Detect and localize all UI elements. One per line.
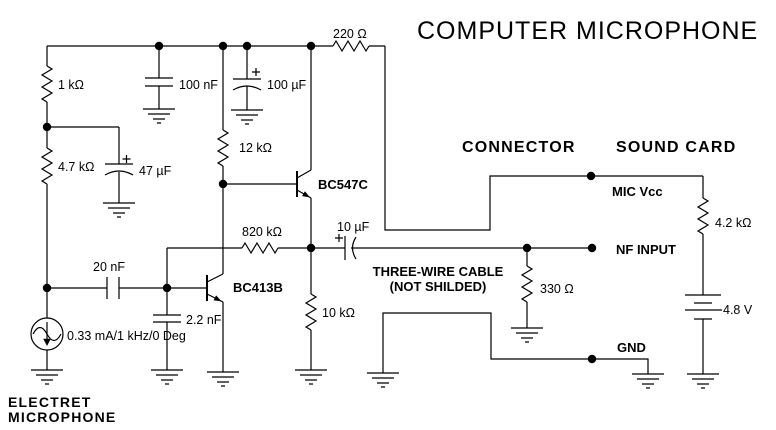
transistor-bc547c-label: BC547C <box>318 177 368 192</box>
junction-dot <box>306 41 316 51</box>
capacitor-20nf: 20 nF <box>93 260 125 299</box>
arrow-head <box>43 338 51 346</box>
resistor-220-label: 220 Ω <box>333 27 367 41</box>
capacitor-2n2f: 2.2 nF <box>153 313 222 327</box>
resistor-body <box>520 265 534 303</box>
junction-dot <box>162 283 172 293</box>
resistor-820k: 820 kΩ <box>241 225 282 255</box>
junction-dot <box>306 243 316 253</box>
junction-dot <box>218 179 228 189</box>
pin-nf-input-label: NF INPUT <box>616 242 676 257</box>
battery-plates <box>685 294 722 320</box>
emitter-arrow <box>213 295 222 302</box>
capacitor-10uf: 10 µF <box>335 220 370 260</box>
cable-label-line2: (NOT SHILDED) <box>390 279 487 294</box>
resistor-4k2: 4.2 kΩ <box>696 197 751 235</box>
source-circle <box>30 317 64 351</box>
connector-heading: CONNECTOR <box>462 139 576 156</box>
resistor-body <box>40 147 54 185</box>
resistor-10k: 10 kΩ <box>304 293 355 331</box>
capacitor-20nf-label: 20 nF <box>93 260 125 274</box>
resistor-body <box>216 129 230 167</box>
terminal-dot <box>587 354 597 364</box>
capacitor-plates <box>153 314 181 323</box>
capacitor-47uf-label: 47 µF <box>139 164 172 178</box>
battery: 4.8 V <box>685 294 753 320</box>
transistor-bc413b-label: BC413B <box>233 280 283 295</box>
ground-symbol <box>150 369 184 385</box>
capacitor-47uf: 47 µF <box>104 155 172 178</box>
terminal-dot <box>586 171 596 181</box>
terminal-dot <box>587 243 597 253</box>
capacitor-100uf: 100 µF <box>232 68 307 92</box>
capacitor-plates <box>106 277 120 299</box>
resistor-220: 220 Ω <box>332 27 370 53</box>
resistor-1k-label: 1 kΩ <box>58 78 84 92</box>
resistor-10k-label: 10 kΩ <box>322 306 355 320</box>
current-source: 0.33 mA/1 kHz/0 Deg <box>30 317 186 351</box>
plus-polarity-mark <box>335 234 343 242</box>
capacitor-10uf-label: 10 µF <box>337 220 370 234</box>
electret-caption-line2: MICROPHONE <box>8 409 116 425</box>
resistor-body <box>241 241 279 255</box>
capacitor-plates <box>344 236 357 260</box>
capacitor-100uf-label: 100 µF <box>267 78 307 92</box>
ground-symbol <box>206 371 240 387</box>
ground-symbol <box>510 327 544 343</box>
junction-dot <box>522 243 532 253</box>
junction-dot <box>42 283 52 293</box>
resistor-4k2-label: 4.2 kΩ <box>715 216 751 230</box>
transistor-bc413b: BC413B <box>206 273 283 303</box>
ground-symbol <box>686 373 720 389</box>
ground-symbol <box>294 369 328 385</box>
ground-symbol <box>631 373 665 389</box>
cable-label-line1: THREE-WIRE CABLE <box>373 264 504 279</box>
ground-symbol <box>142 108 176 124</box>
capacitor-100nf: 100 nF <box>145 77 218 92</box>
resistor-820k-label: 820 kΩ <box>242 225 282 239</box>
capacitor-plates <box>232 78 262 91</box>
capacitor-plates <box>145 77 173 87</box>
ground-symbol <box>230 109 264 125</box>
resistor-4k7: 4.7 kΩ <box>40 147 94 185</box>
resistor-330-label: 330 Ω <box>540 282 574 296</box>
junction-dot <box>242 41 252 51</box>
resistor-body <box>40 65 54 103</box>
resistor-body <box>304 293 318 331</box>
capacitor-100nf-label: 100 nF <box>179 78 218 92</box>
junction-dot <box>218 41 228 51</box>
pin-mic-vcc-label: MIC Vcc <box>612 184 663 199</box>
electret-caption-line1: ELECTRET <box>8 394 92 410</box>
resistor-12k-label: 12 kΩ <box>239 141 272 155</box>
wire <box>46 45 704 374</box>
junction-dots <box>42 41 597 364</box>
resistor-4k7-label: 4.7 kΩ <box>58 160 94 174</box>
junction-dot <box>42 122 52 132</box>
ground-symbol <box>30 369 64 385</box>
junction-dot <box>154 41 164 51</box>
circuit-wires <box>46 45 704 374</box>
battery-voltage-label: 4.8 V <box>723 303 753 317</box>
capacitor-2n2f-label: 2.2 nF <box>186 313 222 327</box>
pin-gnd-label: GND <box>617 340 646 355</box>
resistor-body <box>696 197 710 235</box>
ground-symbol <box>366 372 400 388</box>
transistor-bc547c: BC547C <box>296 169 368 199</box>
plus-polarity-mark <box>252 68 260 76</box>
resistor-330: 330 Ω <box>520 265 574 303</box>
sound-card-heading: SOUND CARD <box>616 139 736 156</box>
page-title: COMPUTER MICROPHONE <box>417 17 758 45</box>
emitter-arrow <box>302 191 310 198</box>
plus-polarity-mark <box>122 155 131 163</box>
resistor-12k: 12 kΩ <box>216 129 272 167</box>
resistor-1k: 1 kΩ <box>40 65 84 103</box>
resistor-body <box>332 39 370 53</box>
capacitor-plates <box>104 163 134 176</box>
source-value-label: 0.33 mA/1 kHz/0 Deg <box>67 329 186 343</box>
ground-symbol <box>102 202 136 218</box>
